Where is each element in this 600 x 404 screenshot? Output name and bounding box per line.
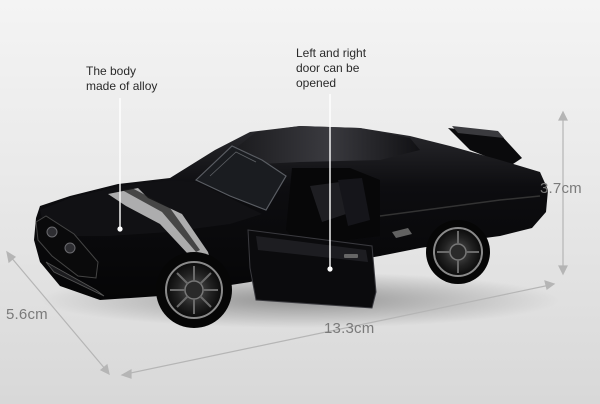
body-callout-line1: The body <box>86 64 137 78</box>
rear-spoiler <box>448 128 522 166</box>
length-dimension-line <box>125 284 551 375</box>
callout-lines <box>119 94 331 268</box>
body-callout-dot <box>117 226 123 232</box>
door-callout: Left and right door can be opened <box>296 46 366 91</box>
body-callout: The body made of alloy <box>86 64 157 94</box>
car-roof <box>236 126 420 164</box>
rear-wheel <box>426 220 490 284</box>
door-callout-line3: opened <box>296 76 337 90</box>
door-callout-line1: Left and right <box>296 46 367 60</box>
length-dimension-label: 13.3cm <box>324 320 375 337</box>
windshield <box>194 145 287 211</box>
width-dimension-label: 5.6cm <box>6 306 48 323</box>
door-callout-line2: door can be <box>296 61 360 75</box>
height-dimension-label: 3.7cm <box>540 180 582 197</box>
body-callout-line2: made of alloy <box>86 79 158 93</box>
racing-stripe <box>108 188 214 276</box>
dimension-lines <box>6 110 568 379</box>
headlight-left <box>46 226 58 238</box>
door-callout-dot <box>327 266 333 272</box>
headlight-right <box>64 242 76 254</box>
front-wheel <box>156 252 232 328</box>
width-dimension-line <box>9 255 107 371</box>
